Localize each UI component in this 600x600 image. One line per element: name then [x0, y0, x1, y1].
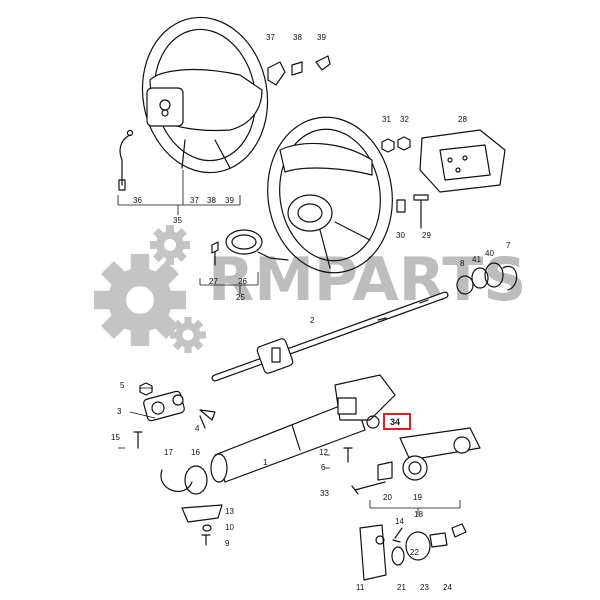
ring-7	[502, 265, 518, 291]
screw-9	[201, 534, 211, 546]
steering-wheel-front	[267, 116, 393, 274]
callout: 24	[443, 583, 452, 592]
watermark-text: RMPARTS	[208, 245, 526, 315]
callout: 2	[310, 316, 315, 325]
nut-5	[139, 382, 153, 396]
screw-27	[211, 241, 219, 266]
callout: 11	[356, 583, 365, 592]
ring-8	[456, 275, 474, 295]
bolt-29	[413, 194, 429, 229]
callout: 39	[317, 33, 326, 42]
callout: 33	[320, 489, 329, 498]
callout: 3	[117, 407, 122, 416]
callout: 12	[319, 448, 328, 457]
horn-wire	[118, 129, 134, 191]
bolt-15	[133, 431, 143, 449]
steering-shaft	[211, 291, 449, 382]
callout: 4	[195, 424, 200, 433]
key-24	[451, 523, 467, 538]
ring-41	[471, 267, 489, 289]
callout: 37	[190, 196, 199, 205]
callout: 18	[414, 510, 423, 519]
callout: 8	[460, 259, 465, 268]
screw-33	[351, 481, 386, 495]
callout: 39	[225, 196, 234, 205]
trim-clip	[267, 61, 286, 86]
callout: 9	[225, 539, 230, 548]
callout: 26	[238, 277, 247, 286]
watermark-logo: RMPARTS	[94, 225, 526, 353]
callout-highlighted: 34	[390, 417, 400, 427]
callout: 32	[400, 115, 409, 124]
callout: 38	[207, 196, 216, 205]
callout: 6	[321, 463, 326, 472]
callout: 25	[236, 293, 245, 302]
callout: 27	[209, 277, 218, 286]
highlight-box-34	[383, 413, 411, 430]
lock-cylinder-23	[429, 532, 448, 548]
callout: 20	[383, 493, 392, 502]
callout: 21	[397, 583, 406, 592]
universal-joint	[143, 390, 185, 422]
callout: 36	[133, 196, 142, 205]
callout: 16	[191, 448, 200, 457]
nut-31	[381, 138, 395, 153]
nut-32	[397, 136, 411, 151]
callout: 23	[420, 583, 429, 592]
callout: 15	[111, 433, 120, 442]
trim-plate	[291, 61, 303, 76]
steering-wheel-rear	[141, 16, 269, 174]
column-tube	[210, 374, 396, 483]
callout: 29	[422, 231, 431, 240]
washer-10	[202, 524, 212, 532]
screw-14	[392, 527, 403, 543]
callout: 14	[395, 517, 404, 526]
bolt-4	[199, 409, 216, 429]
switch-housing-11	[359, 524, 387, 581]
cap-22	[405, 531, 431, 561]
contact-ring	[225, 229, 289, 261]
nut-34	[366, 415, 380, 429]
bolt-6	[343, 447, 353, 463]
callout: 10	[225, 523, 234, 532]
callout: 31	[382, 115, 391, 124]
callout: 40	[485, 249, 494, 258]
ring-40	[484, 262, 504, 288]
callout: 17	[164, 448, 173, 457]
ignition-lock	[377, 427, 481, 481]
callout-labels: 37 38 39 31 32 28 36 37 38 39 35 30 29 2…	[111, 33, 511, 592]
callout: 30	[396, 231, 405, 240]
callout: 35	[173, 216, 182, 225]
callout: 41	[472, 255, 481, 264]
horn-pad	[419, 129, 506, 193]
callout: 28	[458, 115, 467, 124]
callout: 1	[263, 458, 268, 467]
clip-17	[160, 469, 193, 492]
callout: 19	[413, 493, 422, 502]
callout: 37	[266, 33, 275, 42]
washer-21	[391, 546, 405, 566]
bracket-13	[181, 504, 223, 523]
ring-16	[184, 465, 208, 495]
callout: 5	[120, 381, 125, 390]
callout: 13	[225, 507, 234, 516]
callout: 38	[293, 33, 302, 42]
bushing	[396, 199, 406, 213]
spring-clip	[315, 55, 331, 71]
callout: 22	[410, 548, 419, 557]
callout: 7	[506, 241, 511, 250]
